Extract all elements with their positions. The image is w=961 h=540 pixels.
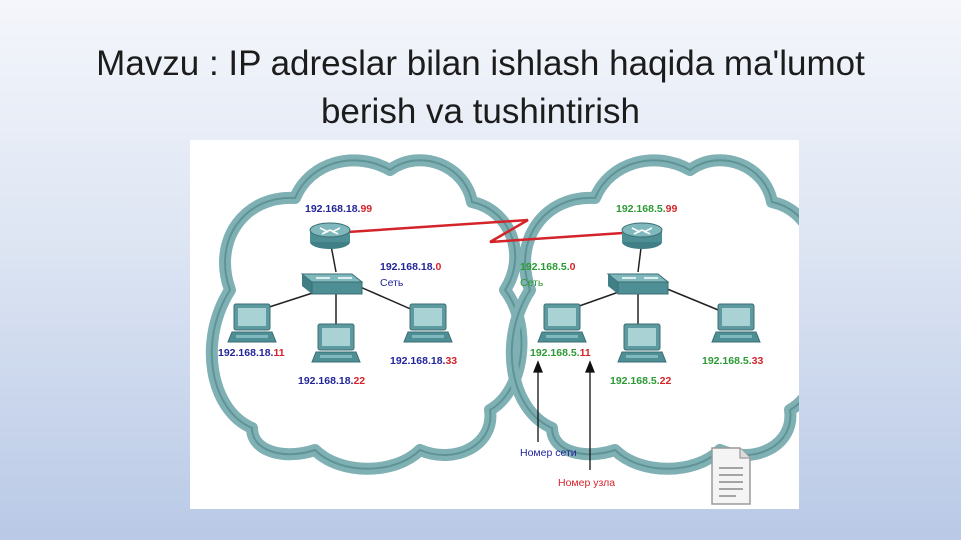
computer-icon	[711, 303, 761, 343]
title-line-2: berish va tushintirish	[320, 92, 641, 131]
left-host-3-ip: 192.168.18.33	[390, 355, 457, 367]
network-number-label: Номер сети	[520, 447, 577, 459]
right-host-1-ip: 192.168.5.11	[530, 347, 591, 359]
computer-icon	[227, 303, 277, 343]
left-router-ip: 192.168.18.99	[305, 203, 372, 215]
router-icon	[621, 222, 663, 250]
right-router-ip: 192.168.5.99	[616, 203, 677, 215]
host-number-label: Номер узла	[558, 477, 615, 489]
left-host-1-ip: 192.168.18.11	[218, 347, 285, 359]
computer-icon	[537, 303, 587, 343]
slide-title: Mavzu : IP adreslar bilan ishlash haqida…	[20, 40, 941, 136]
network-number-arrow	[533, 360, 543, 442]
computer-icon	[311, 323, 361, 363]
network-diagram-svg: 192.168.18.99 192.168.18.0 Сеть 192.168.…	[190, 140, 799, 505]
host-number-arrow	[585, 360, 595, 470]
title-line-1: Mavzu : IP adreslar bilan ishlash haqida…	[96, 44, 865, 83]
right-host-3-ip: 192.168.5.33	[702, 355, 763, 367]
network-diagram: 192.168.18.99 192.168.18.0 Сеть 192.168.…	[190, 140, 799, 509]
right-network-ip: 192.168.5.0	[520, 261, 576, 273]
switch-icon	[607, 273, 669, 295]
right-network-label: Сеть	[520, 277, 544, 289]
router-icon	[309, 222, 351, 250]
switch-icon	[301, 273, 363, 295]
document-icon	[711, 447, 751, 505]
left-network-label: Сеть	[380, 277, 404, 289]
computer-icon	[403, 303, 453, 343]
right-host-2-ip: 192.168.5.22	[610, 375, 671, 387]
wan-link	[347, 218, 639, 244]
left-host-2-ip: 192.168.18.22	[298, 375, 365, 387]
computer-icon	[617, 323, 667, 363]
left-network-ip: 192.168.18.0	[380, 261, 441, 273]
